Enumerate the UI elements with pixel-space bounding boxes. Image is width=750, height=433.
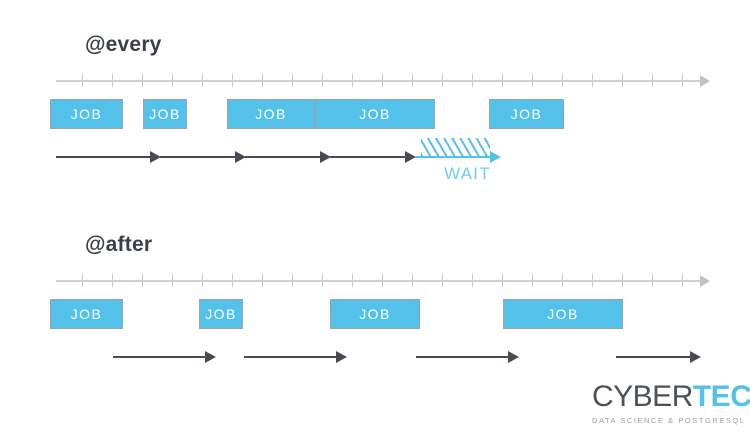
axis-tick: [592, 74, 593, 87]
job-box: JOB: [143, 99, 187, 129]
timeline-axis: [56, 80, 700, 82]
axis-tick: [112, 274, 113, 287]
axis-tick: [202, 74, 203, 87]
axis-tick: [622, 274, 623, 287]
cybertec-logo: CYBERTEC DATA SCIENCE & POSTGRESQL: [592, 380, 750, 426]
logo-tagline: DATA SCIENCE & POSTGRESQL: [592, 416, 746, 425]
axis-tick: [472, 74, 473, 87]
execution-arrow-line: [330, 156, 406, 158]
timeline-axis: [56, 280, 700, 282]
execution-arrow-line: [244, 356, 337, 358]
axis-tick: [562, 74, 563, 87]
axis-tick: [112, 74, 113, 87]
job-box: JOB: [489, 99, 564, 129]
axis-tick: [682, 274, 683, 287]
axis-tick: [652, 274, 653, 287]
axis-tick: [532, 274, 533, 287]
logo-wordmark: CYBERTEC: [592, 380, 750, 413]
axis-tick: [232, 74, 233, 87]
axis-tick: [142, 274, 143, 287]
execution-arrow-line: [416, 356, 509, 358]
axis-tick: [352, 74, 353, 87]
execution-arrow-head: [508, 351, 519, 363]
job-box: JOB: [50, 299, 123, 329]
logo-cyber-text: CYBER: [592, 380, 693, 413]
execution-arrow-head: [405, 151, 416, 163]
execution-arrow-head: [205, 351, 216, 363]
axis-tick: [82, 274, 83, 287]
axis-tick: [502, 74, 503, 87]
axis-tick: [592, 274, 593, 287]
wait-arrow-head: [490, 151, 501, 163]
axis-tick: [292, 274, 293, 287]
execution-arrow-line: [245, 156, 321, 158]
execution-arrow-line: [56, 156, 151, 158]
axis-tick: [382, 274, 383, 287]
axis-tick: [292, 74, 293, 87]
job-box: JOB: [227, 99, 315, 129]
execution-arrow-line: [113, 356, 206, 358]
axis-tick: [352, 274, 353, 287]
job-box: JOB: [330, 299, 420, 329]
axis-tick: [172, 274, 173, 287]
axis-tick: [172, 74, 173, 87]
axis-tick: [262, 274, 263, 287]
job-box: JOB: [199, 299, 243, 329]
job-box: JOB: [50, 99, 123, 129]
section-title-after: @after: [85, 233, 153, 256]
axis-tick: [622, 74, 623, 87]
execution-arrow-head: [320, 151, 331, 163]
axis-tick: [82, 74, 83, 87]
wait-label: WAIT: [444, 164, 491, 183]
execution-arrow-head: [235, 151, 246, 163]
axis-tick: [232, 274, 233, 287]
axis-tick: [412, 274, 413, 287]
job-box: JOB: [503, 299, 623, 329]
axis-tick: [472, 274, 473, 287]
wait-hatch-pattern: [421, 138, 490, 156]
axis-tick: [322, 274, 323, 287]
execution-arrow-head: [336, 351, 347, 363]
job-box: JOB: [315, 99, 435, 129]
execution-arrow-line: [616, 356, 691, 358]
axis-tick: [262, 74, 263, 87]
axis-tick: [202, 274, 203, 287]
axis-tick: [382, 74, 383, 87]
axis-tick: [682, 74, 683, 87]
section-title-every: @every: [85, 33, 162, 56]
execution-arrow-head: [690, 351, 701, 363]
axis-arrowhead: [700, 75, 710, 87]
axis-arrowhead: [700, 275, 710, 287]
wait-arrow-line: [415, 156, 491, 158]
execution-arrow-head: [150, 151, 161, 163]
execution-arrow-line: [160, 156, 236, 158]
axis-tick: [412, 74, 413, 87]
logo-tec-text: TEC: [692, 380, 750, 413]
axis-tick: [442, 274, 443, 287]
axis-tick: [142, 74, 143, 87]
axis-tick: [562, 274, 563, 287]
axis-tick: [322, 74, 323, 87]
axis-tick: [502, 274, 503, 287]
axis-tick: [442, 74, 443, 87]
axis-tick: [532, 74, 533, 87]
axis-tick: [652, 74, 653, 87]
